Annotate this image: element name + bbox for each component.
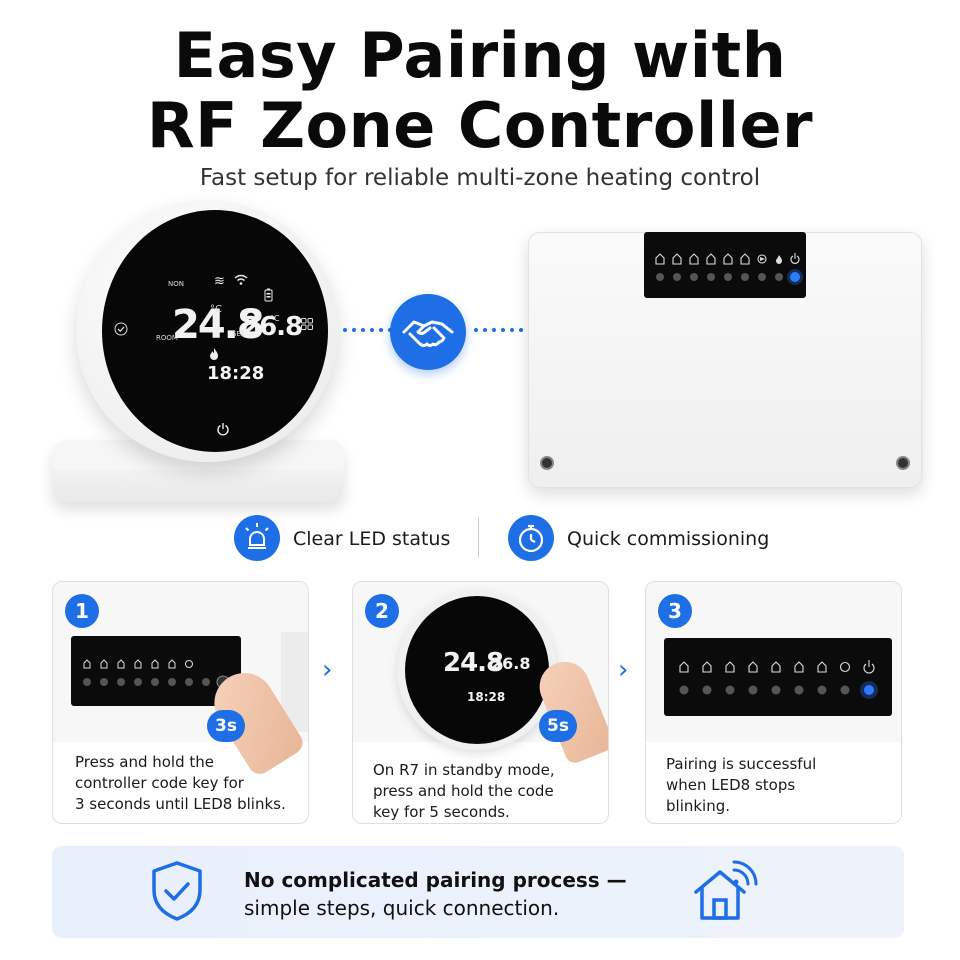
banner-headline: No complicated pairing process —: [244, 868, 627, 892]
shield-check-icon: [150, 860, 204, 927]
room-unit: °C: [210, 304, 222, 315]
step-card-3: 3 Pairing is successful when LED8 stops …: [645, 581, 902, 824]
controller-screw-right: [896, 456, 910, 470]
title-line-1: Easy Pairing with: [173, 19, 787, 92]
feature-divider: [478, 517, 479, 557]
subtitle: Fast setup for reliable multi-zone heati…: [199, 165, 761, 191]
banner-subline: simple steps, quick connection.: [244, 896, 560, 920]
step-2-duration-badge: 5s: [539, 710, 577, 742]
connector-dots-right: [474, 328, 523, 334]
step-3-description: Pairing is successful when LED8 stops bl…: [666, 755, 817, 815]
mini-thermostat-screen: 24.8 26.8 18:28: [405, 596, 549, 744]
step-card-2: 24.8 26.8 18:28 5s 2 On R7 in standby mo…: [352, 581, 609, 824]
step-1-number: 1: [65, 594, 99, 628]
chevron-right-icon: ›: [618, 655, 629, 685]
zone-controller-panel: [644, 232, 806, 298]
thermostat-screen: NON ≋ ROOM 24.8 °C SET 26.8 °C 18:28: [102, 210, 328, 452]
grid-menu-icon: [301, 318, 313, 334]
led-bulb-icon: [234, 515, 280, 561]
handshake-badge: [390, 294, 466, 370]
room-label: ROOM: [156, 334, 178, 342]
mode-label: NON: [168, 280, 184, 288]
step-1-controller-panel: [71, 636, 241, 706]
feature-label-led-status: Clear LED status: [293, 528, 451, 550]
heating-coil-icon: ≋: [214, 274, 225, 289]
step-2-description: On R7 in standby mode, press and hold th…: [373, 761, 555, 821]
step-3-controller-panel: [664, 638, 892, 716]
feature-label-quick-commissioning: Quick commissioning: [567, 528, 770, 550]
mini-set-temperature: 26.8: [491, 654, 531, 673]
handshake-icon: [402, 320, 454, 347]
battery-icon: [264, 288, 273, 306]
smart-home-icon: [690, 860, 758, 927]
flame-icon: [209, 348, 219, 363]
room-temperature: 24.8: [172, 302, 265, 348]
wifi-icon: [234, 274, 248, 290]
step-1-duration-badge: 3s: [207, 710, 245, 742]
set-label: SET: [232, 330, 246, 338]
clock-time: 18:28: [207, 363, 265, 384]
mini-clock-time: 18:28: [467, 690, 506, 704]
set-temperature: 26.8: [242, 312, 303, 342]
set-unit: °C: [270, 314, 280, 323]
connector-dots-left: [343, 328, 392, 334]
step-card-1: 3s 1 Press and hold the controller code …: [52, 581, 309, 824]
step-1-description: Press and hold the controller code key f…: [75, 753, 286, 813]
title-line-2: RF Zone Controller: [146, 89, 814, 162]
chevron-right-icon: ›: [322, 655, 333, 685]
step-2-number: 2: [365, 594, 399, 628]
check-circle-icon: [114, 322, 128, 340]
mini-room-temperature: 24.8: [443, 648, 504, 678]
controller-screw-left: [540, 456, 554, 470]
step-3-number: 3: [658, 594, 692, 628]
bottom-banner: [52, 846, 904, 938]
power-icon[interactable]: [216, 422, 230, 440]
stopwatch-icon: [508, 515, 554, 561]
